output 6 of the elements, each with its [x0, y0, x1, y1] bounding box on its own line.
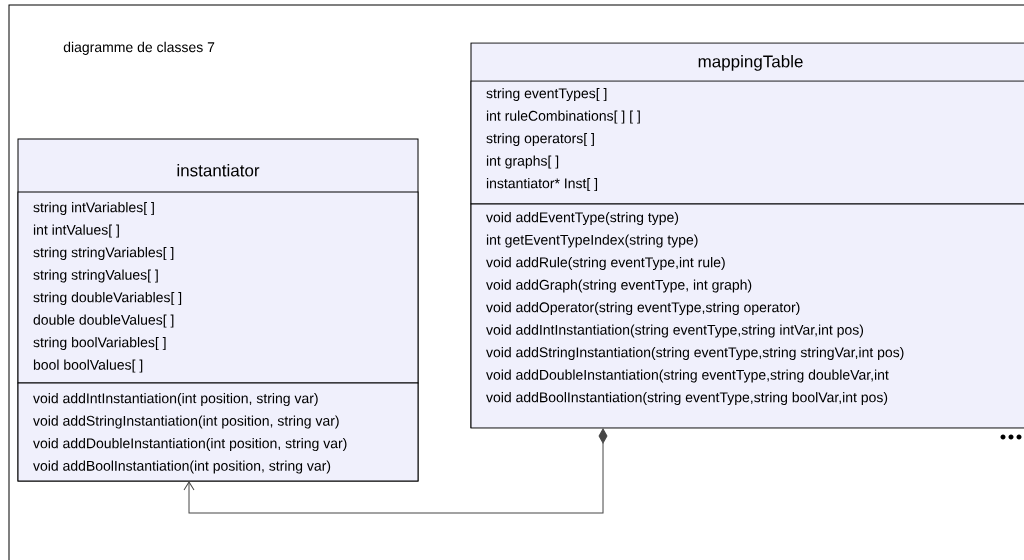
- diagram-title: diagramme de classes 7: [63, 41, 215, 55]
- association-arrow: [183, 428, 608, 514]
- method-compartment: void addEventType(string type) int getEventTypeIndex(string type) void addRule(string eventType,int rule) void addGraph(string eventType, int graph) void addOperator(string eventType,string operator) void addIntInstantiation(string eventType,string intVar,int pos) void addStringInstantiation(string eventType,string stringVar,int pos) void addDoubleInstantiation(string eventType,string doubleVar,int void addBoolInstantiation(string eventType,string boolVar,int pos): [470, 203, 1024, 429]
- attribute-compartment: string eventTypes[ ] int ruleCombinations[ ] [ ] string operators[ ] int graphs[ ] instantiator* Inst[ ]: [470, 80, 1024, 205]
- method-compartment: void addIntInstantiation(int position, string var) void addStringInstantiation(int position, string var) void addDoubleInstantiation(int position, string var) void addBoolInstantiation(int position, string var): [17, 382, 419, 482]
- attribute-compartment: string intVariables[ ] int intValues[ ] string stringVariables[ ] string stringValues[ ] string doubleVariables[ ] double doubleValues[ ] string boolVariables[ ] bool boolValues[ ]: [17, 191, 419, 384]
